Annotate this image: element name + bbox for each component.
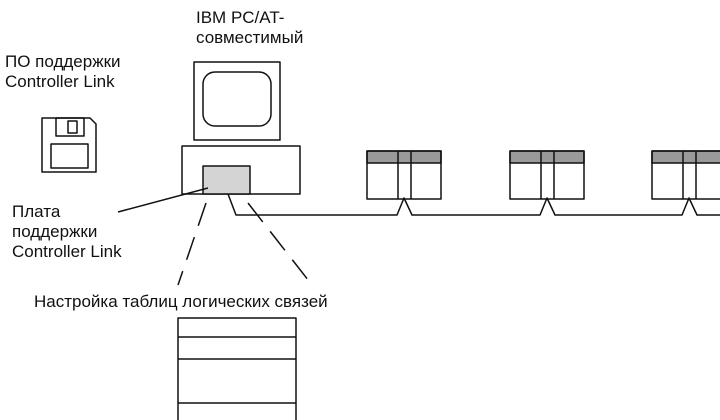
- software-label-line-1: ПО поддержки: [5, 52, 121, 71]
- plc-3-icon: [651, 150, 720, 200]
- pc-title: IBM PC/AT- совместимый: [196, 8, 303, 48]
- software-label: ПО поддержки Controller Link: [5, 52, 121, 92]
- pc-monitor-icon: [193, 61, 281, 141]
- pc-title-line-2: совместимый: [196, 28, 304, 47]
- link-table-caption: Настройка таблиц логических связей: [34, 292, 328, 311]
- pc-chassis: [181, 145, 301, 195]
- floppy-disk-icon: [41, 117, 97, 173]
- board-label-line-3: Controller Link: [12, 242, 122, 261]
- link-table-stack: [177, 317, 297, 420]
- board-label-line-1: Плата: [12, 202, 61, 221]
- support-board: [202, 165, 251, 195]
- dashed-link-right: [247, 202, 313, 286]
- board-label-line-2: поддержки: [12, 222, 98, 241]
- board-label: Плата поддержки Controller Link: [12, 202, 122, 262]
- dashed-link-left: [177, 202, 207, 286]
- plc-2-icon: [509, 150, 585, 200]
- board-pointer-line: [117, 187, 209, 213]
- plc-1-icon: [366, 150, 442, 200]
- software-label-line-2: Controller Link: [5, 72, 115, 91]
- network-cable: [227, 193, 720, 216]
- pc-title-line-1: IBM PC/AT-: [196, 8, 285, 27]
